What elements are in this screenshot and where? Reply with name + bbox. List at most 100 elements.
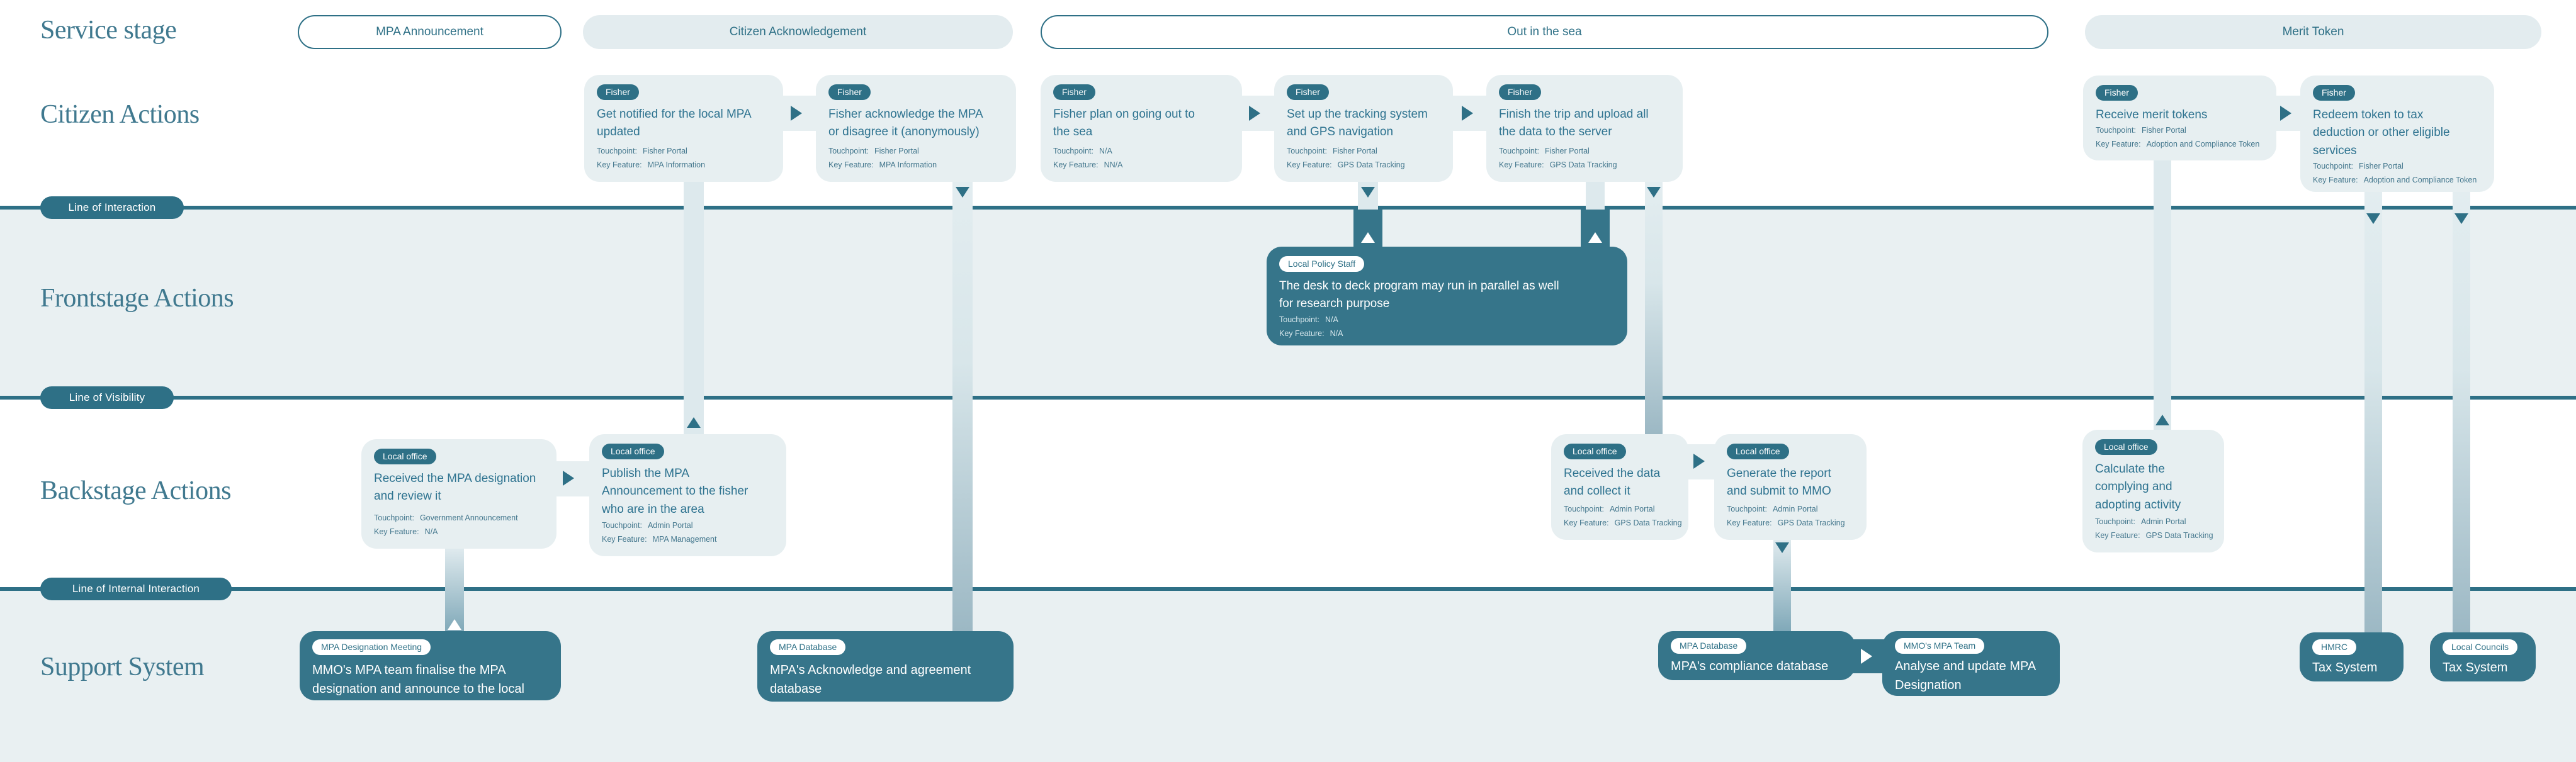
touchpoint-value: Admin Portal	[647, 521, 693, 530]
citizen-card-setup-tracking[interactable]: Fisher Set up the tracking system and GP…	[1274, 75, 1453, 182]
touchpoint-value: Fisher Portal	[2358, 162, 2404, 171]
system-badge: MMO's MPA Team	[1895, 638, 1985, 654]
backstage-card-received-designation[interactable]: Local office Received the MPA designatio…	[361, 439, 556, 549]
key-feature-label: Key Feature:	[1287, 160, 1332, 170]
arrow-right-icon	[1462, 106, 1473, 121]
connector	[684, 182, 704, 434]
key-feature-label: Key Feature:	[1727, 518, 1772, 528]
touchpoint-value: N/A	[1325, 315, 1338, 324]
touchpoint-label: Touchpoint:	[1727, 505, 1767, 514]
citizen-card-redeem-token[interactable]: Fisher Redeem token to tax deduction or …	[2300, 76, 2494, 192]
support-card-analyse-update[interactable]: MMO's MPA Team Analyse and update MPA De…	[1882, 631, 2060, 696]
arrow-right-icon	[1249, 106, 1260, 121]
touchpoint-label: Touchpoint:	[2096, 126, 2136, 135]
citizen-card-acknowledge[interactable]: Fisher Fisher acknowledge the MPA or dis…	[816, 75, 1016, 182]
citizen-card-plan-trip[interactable]: Fisher Fisher plan on going out to the s…	[1041, 75, 1242, 182]
citizen-card-finish-trip[interactable]: Fisher Finish the trip and upload all th…	[1486, 75, 1683, 182]
support-card-tax-system-councils[interactable]: Local Councils Tax System	[2430, 632, 2536, 681]
card-meta: Touchpoint:Admin Portal Key Feature:GPS …	[1564, 503, 1682, 530]
actor-badge: Local office	[2095, 439, 2157, 455]
touchpoint-value: Fisher Portal	[874, 147, 919, 156]
frontstage-actions-label: Frontstage Actions	[40, 284, 234, 313]
connector	[1586, 182, 1605, 211]
card-meta: Touchpoint:Admin Portal Key Feature:GPS …	[2095, 515, 2213, 543]
backstage-card-calculate-activity[interactable]: Local office Calculate the complying and…	[2082, 430, 2224, 552]
frontstage-card-desk-to-deck[interactable]: Local Policy Staff The desk to deck prog…	[1267, 247, 1627, 345]
arrow-down-icon	[956, 187, 969, 198]
actor-badge: Fisher	[1499, 84, 1541, 100]
key-feature-label: Key Feature:	[1279, 328, 1325, 338]
touchpoint-label: Touchpoint:	[597, 147, 637, 156]
touchpoint-label: Touchpoint:	[1279, 315, 1319, 324]
touchpoint-value: Fisher Portal	[1544, 147, 1590, 156]
arrow-down-icon	[1647, 187, 1661, 198]
backstage-actions-label: Backstage Actions	[40, 476, 231, 505]
line-of-interaction-pill: Line of Interaction	[40, 196, 184, 219]
card-title: Publish the MPA Announcement to the fish…	[602, 466, 749, 516]
line-of-visibility-pill: Line of Visibility	[40, 386, 174, 409]
actor-badge: Fisher	[2313, 85, 2355, 101]
connector	[2453, 192, 2470, 634]
touchpoint-label: Touchpoint:	[2313, 162, 2353, 171]
arrow-down-icon	[1361, 187, 1375, 198]
touchpoint-label: Touchpoint:	[1499, 147, 1539, 156]
touchpoint-value: Fisher Portal	[642, 147, 687, 156]
system-badge: MPA Designation Meeting	[312, 639, 431, 655]
stage-pill-citizen-acknowledgement[interactable]: Citizen Acknowledgement	[583, 15, 1013, 49]
key-feature-value: GPS Data Tracking	[1777, 518, 1845, 528]
key-feature-label: Key Feature:	[597, 160, 642, 170]
arrow-right-icon	[791, 106, 802, 121]
citizen-card-get-notified[interactable]: Fisher Get notified for the local MPA up…	[584, 75, 783, 182]
arrow-right-icon	[1693, 454, 1705, 469]
arrow-right-icon	[563, 471, 574, 486]
actor-badge: Fisher	[1287, 84, 1329, 100]
line-of-interaction	[0, 206, 2576, 210]
card-title: Fisher acknowledge the MPA or disagree i…	[828, 107, 983, 139]
support-card-acknowledge-database[interactable]: MPA Database MPA's Acknowledge and agree…	[757, 631, 1014, 702]
card-title: The desk to deck program may run in para…	[1279, 279, 1559, 311]
card-meta: Touchpoint: Admin Portal Key Feature: GPS …	[1727, 503, 1845, 530]
key-feature-label: Key Feature:	[2095, 531, 2140, 541]
key-feature-value: MPA Information	[647, 160, 706, 170]
support-system-label: Support System	[40, 653, 205, 681]
connector	[2364, 192, 2382, 634]
card-title: Get notified for the local MPA updated	[597, 107, 752, 139]
key-feature-label: Key Feature:	[2313, 176, 2358, 185]
touchpoint-value: Admin Portal	[1772, 505, 1818, 514]
support-card-tax-system-hmrc[interactable]: HMRC Tax System	[2300, 632, 2404, 681]
card-title: Tax System	[2443, 660, 2508, 675]
card-meta: Touchpoint:Fisher Portal Key Feature:GPS…	[1499, 145, 1617, 172]
touchpoint-value: Government Announcement	[419, 513, 518, 523]
card-title: Received the data and collect it	[1564, 466, 1661, 498]
key-feature-label: Key Feature:	[2096, 140, 2141, 149]
key-feature-value: Adoption and Compliance Token	[2146, 140, 2260, 149]
actor-badge: Fisher	[1053, 84, 1095, 100]
card-meta: Touchpoint:Fisher Portal Key Feature:Ado…	[2313, 160, 2477, 188]
card-title: Analyse and update MPA Designation	[1895, 659, 2037, 692]
support-card-compliance-database[interactable]: MPA Database MPA's compliance database	[1658, 631, 1855, 680]
arrow-up-icon	[1361, 232, 1375, 243]
backstage-card-generate-report[interactable]: Local office Generate the report and sub…	[1714, 434, 1867, 540]
actor-badge: Fisher	[828, 84, 871, 100]
card-title: MMO's MPA team finalise the MPA designat…	[312, 663, 524, 696]
support-card-mpa-team[interactable]: MPA Designation Meeting MMO's MPA team f…	[300, 631, 561, 700]
actor-badge: Fisher	[2096, 85, 2138, 101]
backstage-card-received-data[interactable]: Local office Received the data and colle…	[1551, 434, 1688, 540]
card-title: Generate the report and submit to MMO	[1727, 466, 1831, 498]
touchpoint-label: Touchpoint:	[828, 147, 869, 156]
key-feature-label: Key Feature:	[1053, 160, 1099, 170]
actor-badge: Local office	[374, 449, 436, 464]
card-title: Set up the tracking system and GPS navig…	[1287, 107, 1428, 139]
card-meta: Touchpoint:Fisher Portal Key Feature:Ado…	[2096, 124, 2259, 152]
backstage-card-publish-announcement[interactable]: Local office Publish the MPA Announcemen…	[589, 434, 786, 556]
system-badge: Local Councils	[2443, 639, 2518, 655]
citizen-card-receive-tokens[interactable]: Fisher Receive merit tokens Touchpoint:F…	[2083, 76, 2276, 160]
touchpoint-label: Touchpoint:	[1287, 147, 1327, 156]
stage-pill-out-in-the-sea[interactable]: Out in the sea	[1041, 15, 2048, 49]
arrow-up-icon	[448, 619, 461, 630]
arrow-right-icon	[1861, 649, 1872, 664]
stage-pill-mpa-announcement[interactable]: MPA Announcement	[298, 15, 562, 49]
citizen-actions-label: Citizen Actions	[40, 100, 200, 129]
arrow-down-icon	[2455, 213, 2468, 224]
stage-pill-merit-token[interactable]: Merit Token	[2085, 15, 2541, 49]
